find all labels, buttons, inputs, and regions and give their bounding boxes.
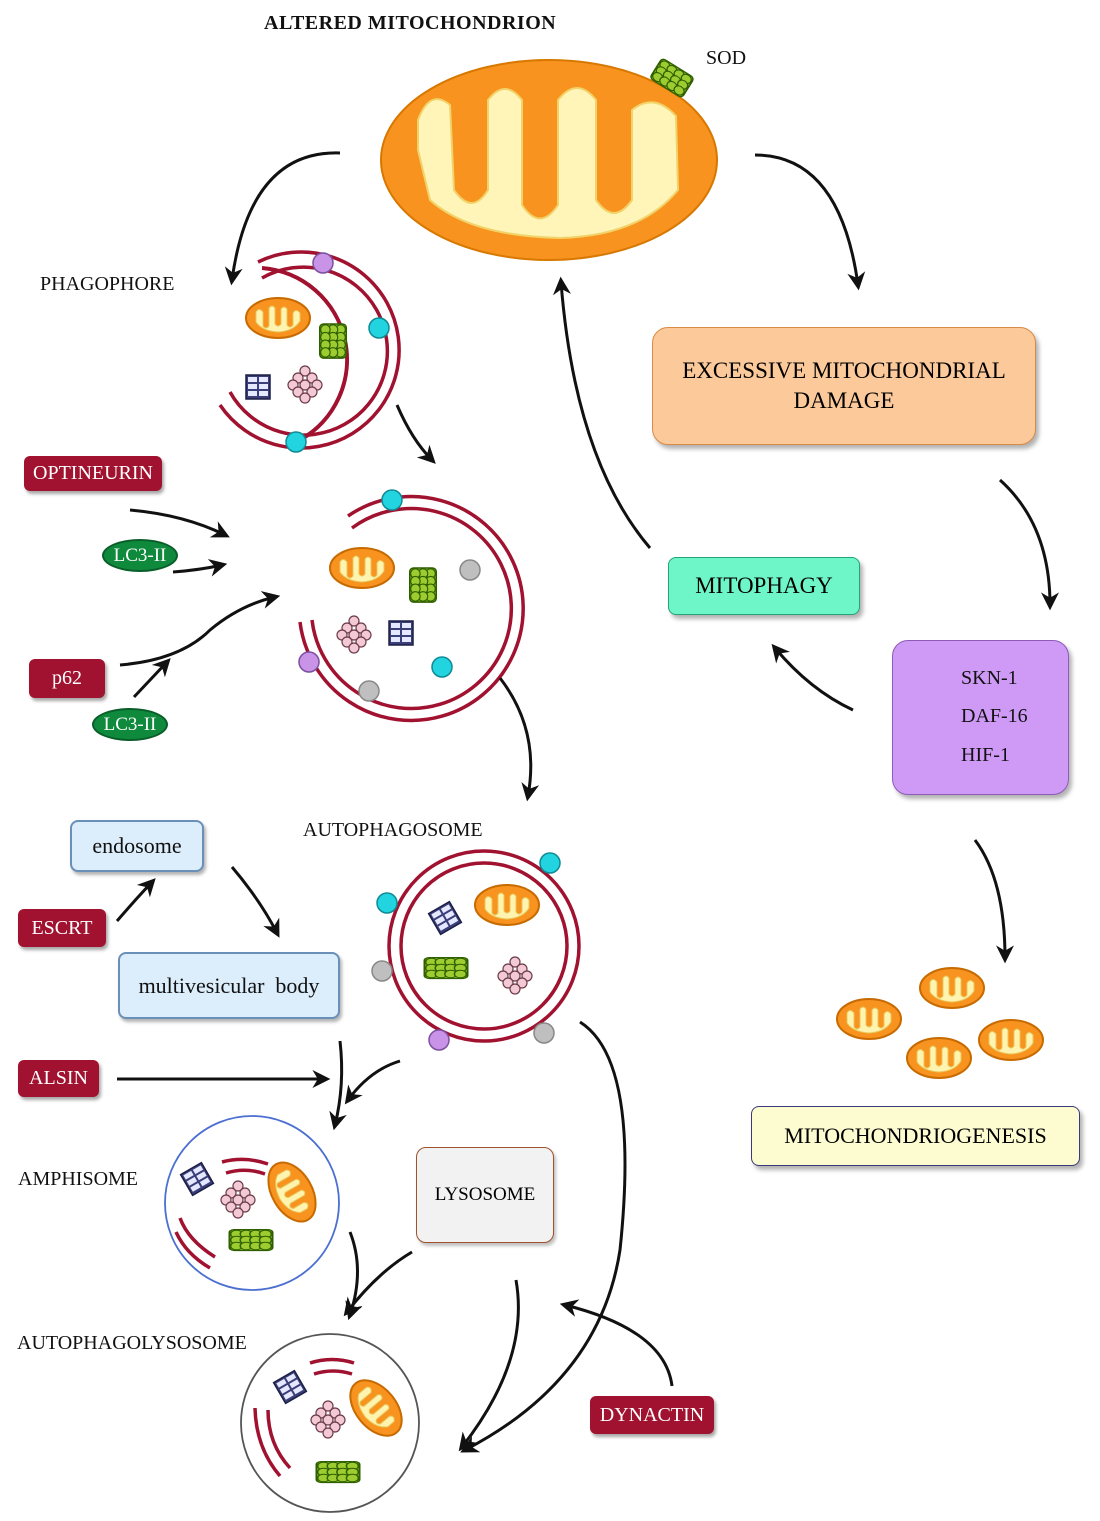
lc3-ii-tag-lower: LC3-II xyxy=(92,708,168,741)
maturing-phagophore xyxy=(298,489,525,723)
lc3-ii-text-lower: LC3-II xyxy=(103,713,157,735)
sod-label: SOD xyxy=(706,47,747,69)
escrt-tag: ESCRT xyxy=(18,909,106,947)
new-mitochondria xyxy=(836,967,1044,1079)
factor-skn-1: SKN-1 xyxy=(961,667,1018,689)
amphisome-label: AMPHISOME xyxy=(18,1168,139,1190)
factor-hif-1: HIF-1 xyxy=(961,744,1010,766)
altered-mitochondrion xyxy=(380,57,718,261)
excessive-mitochondrial-damage-box: EXCESSIVE MITOCHONDRIAL DAMAGE xyxy=(652,327,1036,445)
alsin-tag: ALSIN xyxy=(18,1060,99,1097)
phagophore-label: PHAGOPHORE xyxy=(40,273,175,295)
autophagosome-label: AUTOPHAGOSOME xyxy=(303,819,483,841)
optineurin-text: OPTINEURIN xyxy=(33,462,153,484)
lysosome-box: LYSOSOME xyxy=(416,1147,554,1243)
transcription-factors-box xyxy=(892,640,1069,795)
multivesicular-body-text: multivesicular body xyxy=(138,972,320,998)
lc3-ii-tag-upper: LC3-II xyxy=(102,539,178,572)
p62-text: p62 xyxy=(52,667,82,689)
phagophore xyxy=(218,250,401,453)
mitophagy-text: MITOPHAGY xyxy=(695,573,833,598)
amphisome xyxy=(164,1115,340,1291)
autophagolysosome-label: AUTOPHAGOLYSOSOME xyxy=(17,1332,247,1354)
escrt-text: ESCRT xyxy=(31,916,93,939)
autophagosome xyxy=(371,849,581,1051)
factor-daf-16: DAF-16 xyxy=(961,705,1028,727)
endosome-text: endosome xyxy=(92,833,182,858)
mitophagy-box: MITOPHAGY xyxy=(668,557,860,615)
dynactin-text: DYNACTIN xyxy=(599,1403,705,1426)
multivesicular-body-box: multivesicular body xyxy=(118,952,340,1019)
dynactin-tag: DYNACTIN xyxy=(590,1396,714,1434)
mitochondriogenesis-text: MITOCHONDRIOGENESIS xyxy=(784,1123,1047,1148)
excessive-mitochondrial-damage-text: EXCESSIVE MITOCHONDRIAL DAMAGE xyxy=(682,358,1006,413)
mitochondriogenesis-box: MITOCHONDRIOGENESIS xyxy=(751,1106,1080,1166)
endosome-box: endosome xyxy=(70,820,204,872)
altered-mitochondrion-label: ALTERED MITOCHONDRION xyxy=(264,12,557,34)
autophagolysosome xyxy=(240,1333,420,1513)
alsin-text: ALSIN xyxy=(29,1067,88,1089)
lc3-ii-text-upper: LC3-II xyxy=(113,544,167,566)
p62-tag: p62 xyxy=(29,659,105,698)
flow-arrows xyxy=(115,151,1059,1453)
lysosome-text: LYSOSOME xyxy=(434,1184,536,1205)
optineurin-tag: OPTINEURIN xyxy=(24,456,162,491)
